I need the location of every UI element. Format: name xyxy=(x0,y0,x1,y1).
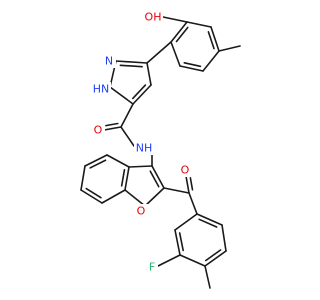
benzo-bond-inner xyxy=(89,159,107,169)
aryl-bond-inner xyxy=(198,218,218,228)
svg-text:O: O xyxy=(181,164,190,177)
phenol-bond xyxy=(202,50,220,72)
molecule-structure-diagram: OH N HN O NH O O F xyxy=(80,10,241,289)
aryl-bond xyxy=(204,250,227,267)
aryl-bond xyxy=(196,213,223,226)
atom-label-amide-nh: NH xyxy=(134,141,156,155)
pyrazole-bond xyxy=(146,62,152,86)
amide-bond xyxy=(120,103,134,128)
phenol-bond-inner xyxy=(207,31,215,50)
hydroxyl-bond xyxy=(162,16,188,23)
svg-text:O: O xyxy=(94,124,103,137)
phenol-bond xyxy=(186,21,212,28)
phenol-bond xyxy=(210,26,220,52)
amide-carbonyl-bond-inner xyxy=(105,122,119,127)
fluorine-bond xyxy=(157,254,181,267)
benzo-bond xyxy=(80,189,103,204)
benzo-bond xyxy=(84,154,108,167)
aryl-bond xyxy=(179,254,206,267)
aryl-bond-inner xyxy=(178,232,184,252)
svg-text:N: N xyxy=(105,55,113,68)
aryl-bond xyxy=(221,224,227,252)
atom-label-furan-o: O xyxy=(134,204,148,218)
methyl-bond xyxy=(204,265,211,289)
phenol-bond xyxy=(179,65,204,72)
atom-label-fluorine: F xyxy=(146,260,158,274)
furan-bond xyxy=(151,165,165,189)
pyrazole-bond xyxy=(109,86,134,105)
svg-text:NH: NH xyxy=(136,142,153,155)
pyrazole-bond-inner xyxy=(119,64,143,68)
phenol-bond-inner xyxy=(183,62,202,68)
furan-bond-inner xyxy=(149,170,160,188)
svg-text:HN: HN xyxy=(93,83,110,96)
aryl-bond-inner xyxy=(205,249,222,262)
pyrazole-bond-inner xyxy=(131,84,147,100)
amide-carbonyl-bond xyxy=(103,126,122,131)
aryl-bond xyxy=(174,213,198,231)
furan-bond xyxy=(128,165,153,168)
aryl-bond xyxy=(174,229,181,256)
phenol-bond xyxy=(170,21,188,43)
ketone-carbonyl-bond-inner xyxy=(189,177,194,191)
ketone-aryl-bond xyxy=(188,192,198,215)
atom-label-pyrazole-n: N xyxy=(102,54,116,68)
pyrazole-bond xyxy=(115,60,148,64)
methyl-bond xyxy=(218,45,241,52)
atom-label-ketone-o: O xyxy=(178,163,192,177)
benzo-bond xyxy=(106,154,130,168)
svg-text:OH: OH xyxy=(145,11,162,24)
benzo-bond xyxy=(101,189,126,204)
atom-label-oh: OH xyxy=(143,10,163,24)
benzo-bond-inner xyxy=(85,187,102,199)
svg-text:O: O xyxy=(137,205,146,218)
bond-lines xyxy=(80,16,241,289)
phenol-bond-inner xyxy=(175,26,189,43)
benzo-bond xyxy=(124,166,130,191)
benzo-bond-inner xyxy=(120,168,126,187)
benzo-bond xyxy=(80,165,86,191)
ketone-carbonyl-bond xyxy=(185,175,190,194)
atom-label-pyrazole-nh: HN xyxy=(89,82,111,96)
atom-label-amide-o: O xyxy=(91,123,105,137)
amide-n-bond xyxy=(120,126,135,147)
furan-bond xyxy=(124,189,146,207)
phenol-bond xyxy=(170,41,181,67)
pyrazole-bond xyxy=(132,84,152,105)
ketone-bond xyxy=(163,187,190,194)
aryl-pyrazole-bond xyxy=(146,41,172,64)
svg-text:F: F xyxy=(149,261,155,274)
furan-bond xyxy=(144,187,165,207)
